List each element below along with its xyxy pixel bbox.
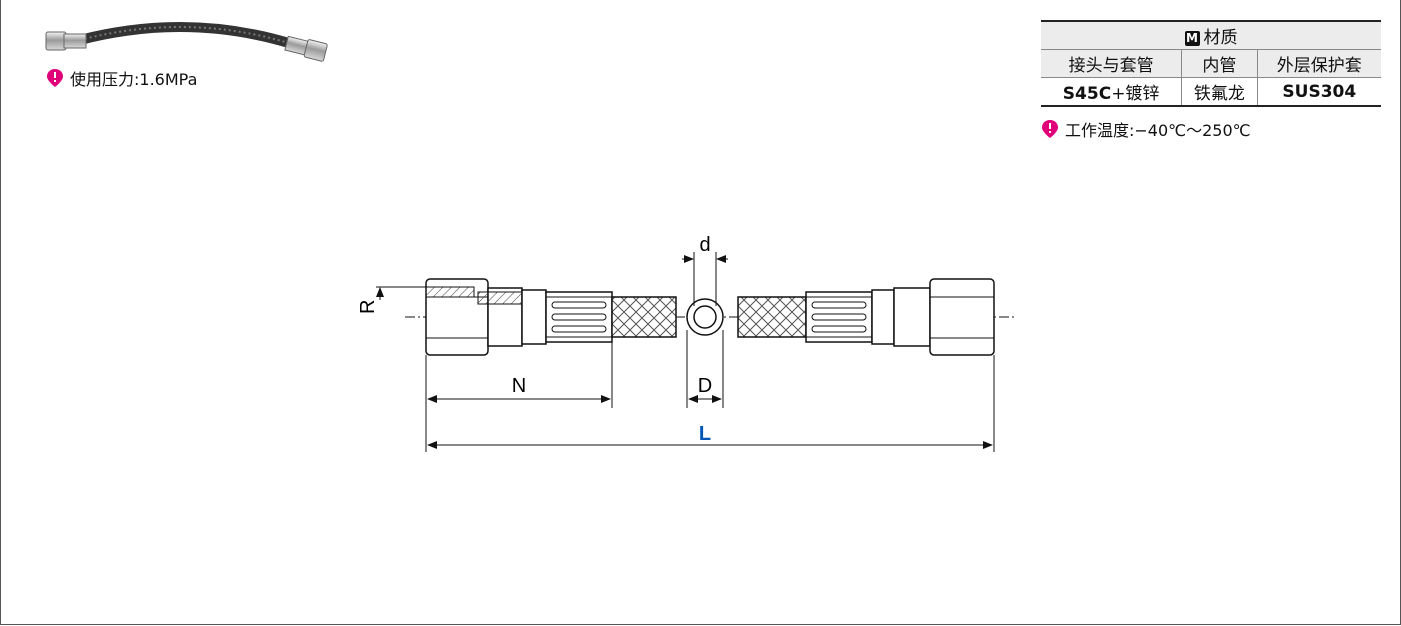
- label-D: D: [698, 375, 712, 397]
- temperature-note: 工作温度:−40℃～250℃: [1041, 117, 1251, 141]
- temperature-text: 工作温度:−40℃～250℃: [1065, 121, 1251, 140]
- header-outer-sheath: 外层保护套: [1256, 49, 1381, 78]
- dimension-L: L: [425, 355, 995, 452]
- header-fitting: 接头与套管: [1041, 49, 1182, 78]
- hose-cross-section: [686, 298, 724, 336]
- pressure-note: 使用压力:1.6MPa: [46, 66, 197, 90]
- dimension-D: D: [686, 330, 724, 408]
- pressure-text: 使用压力:1.6MPa: [70, 70, 198, 89]
- label-d: d: [699, 234, 710, 256]
- label-L: L: [699, 423, 711, 445]
- dimension-R: R: [357, 286, 474, 314]
- right-braid: [737, 296, 807, 338]
- value-inner-tube: 铁氟龙: [1181, 77, 1258, 107]
- left-braid: [611, 296, 677, 338]
- m-badge-icon: M: [1184, 30, 1200, 46]
- location-pin-icon: [1042, 120, 1058, 138]
- dimension-N: N: [425, 342, 613, 408]
- left-nut: [425, 278, 489, 356]
- right-fitting: [805, 287, 931, 347]
- material-header-row: 接头与套管 内管 外层保护套: [1041, 49, 1381, 78]
- value-outer-sheath: SUS304: [1256, 77, 1381, 107]
- dimension-d: d: [682, 234, 728, 306]
- location-pin-icon: [47, 69, 63, 87]
- right-nut: [929, 278, 995, 356]
- label-R: R: [357, 300, 379, 314]
- label-N: N: [512, 375, 526, 397]
- product-photo: [45, 21, 328, 62]
- material-title-text: 材质: [1203, 28, 1238, 48]
- material-value-row: S45C+镀锌 铁氟龙 SUS304: [1041, 77, 1381, 107]
- header-inner-tube: 内管: [1181, 49, 1258, 78]
- left-fitting: [477, 287, 613, 347]
- value-fitting: S45C+镀锌: [1041, 77, 1182, 107]
